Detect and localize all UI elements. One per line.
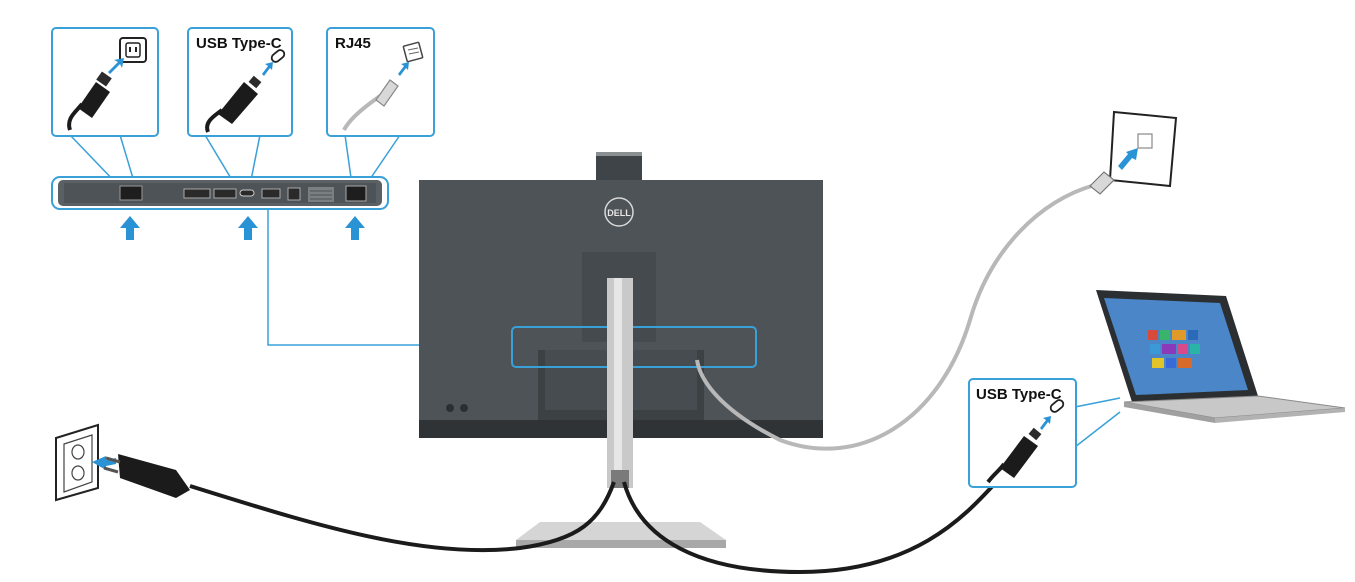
up-arrow-icon <box>120 216 140 240</box>
usb-c-port <box>239 189 255 197</box>
rj45-port <box>345 185 367 202</box>
port-arrows <box>120 216 365 240</box>
up-arrow-icon <box>345 216 365 240</box>
monitor-port-panel <box>51 176 389 210</box>
usbc-monitor-callout: USB Type-C <box>187 27 293 137</box>
webcam <box>596 154 642 182</box>
usb-c-plug-icon <box>205 75 262 133</box>
laptop-screen-tiles <box>1148 330 1200 368</box>
hdmi-port <box>183 188 211 199</box>
rj45-callout: RJ45 <box>326 27 435 137</box>
power-plug-icon <box>67 71 112 131</box>
power-callout <box>51 27 159 137</box>
arrow-icon <box>108 58 124 74</box>
rj45-plug-icon <box>342 79 399 131</box>
audio-port <box>287 187 301 201</box>
laptop-icon <box>1096 290 1346 423</box>
up-arrow-icon <box>238 216 258 240</box>
arrow-icon <box>398 62 409 76</box>
arrow-icon <box>1118 148 1138 170</box>
usbc-laptop-callout: USB Type-C <box>968 378 1077 488</box>
displayport-port <box>213 188 237 199</box>
dell-logo: DELL <box>604 197 634 227</box>
usb-c-plug-icon <box>986 427 1042 484</box>
vents <box>308 187 334 202</box>
usb-c-port-icon <box>1049 399 1065 413</box>
monitor-cable-area-highlight <box>511 326 757 368</box>
network-wall-jack-icon <box>1089 110 1178 195</box>
network-cable <box>695 183 1096 451</box>
rj45-port-icon <box>402 41 424 63</box>
usbc-laptop-callout-label: USB Type-C <box>976 386 1062 403</box>
cables <box>189 183 1096 575</box>
usb-c-port-icon <box>270 49 286 63</box>
power-port <box>119 185 143 201</box>
arrow-icon <box>262 62 273 76</box>
svg-text:DELL: DELL <box>607 208 631 218</box>
wall-outlet-icon <box>55 423 190 502</box>
power-cable <box>189 481 616 553</box>
power-socket-icon <box>119 37 147 63</box>
usb-port <box>261 188 281 199</box>
arrow-icon <box>1040 416 1051 430</box>
usbc-monitor-callout-label: USB Type-C <box>196 35 282 52</box>
usb-c-cable <box>622 476 1002 575</box>
monitor-stand <box>516 278 726 548</box>
rj45-callout-label: RJ45 <box>335 35 371 52</box>
